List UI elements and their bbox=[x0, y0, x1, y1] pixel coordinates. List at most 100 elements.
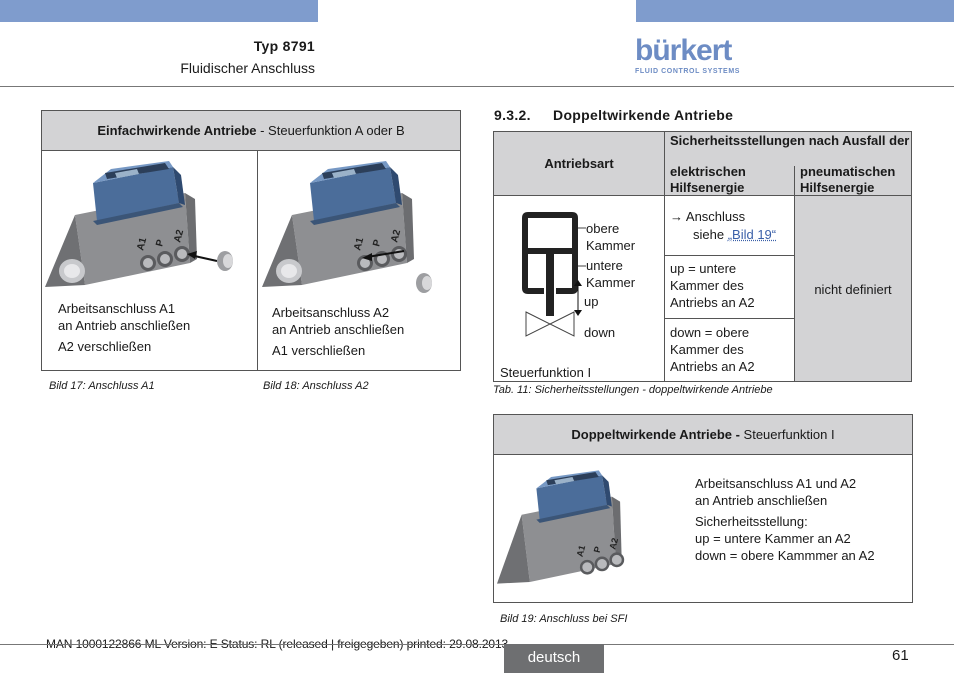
page-number: 61 bbox=[892, 647, 909, 664]
cylinder-icon bbox=[522, 212, 578, 316]
port-label-p: P bbox=[592, 545, 603, 553]
pneu-cell: nicht definiert bbox=[794, 196, 911, 381]
connection-a2-line1: Arbeitsanschluss A2 bbox=[272, 305, 390, 320]
header-antriebsart: Antriebsart bbox=[494, 132, 665, 196]
double-acting-header: Doppeltwirkende Antriebe - Steuerfunktio… bbox=[494, 415, 912, 455]
header-safety: Sicherheitsstellungen nach Ausfall der e… bbox=[665, 132, 911, 196]
up-down-arrow-icon bbox=[574, 280, 582, 316]
header-bar-right bbox=[636, 0, 954, 22]
port-label-a2: A2 bbox=[607, 537, 620, 551]
arrow-icon bbox=[362, 250, 405, 261]
double-acting-header-rest: Steuerfunktion I bbox=[739, 427, 835, 442]
lower-chamber-line2: Kammer bbox=[586, 275, 636, 290]
header-bar-left bbox=[0, 0, 318, 22]
figure-17-caption: Bild 17: Anschluss A1 bbox=[49, 380, 155, 392]
header-rule bbox=[0, 86, 954, 87]
table-11-caption: Tab. 11: Sicherheitsstellungen - doppelt… bbox=[493, 384, 773, 396]
elec-row-3-line3: Antriebs an A2 bbox=[670, 359, 755, 374]
elec-row-3: down = obere Kammer des Antriebs an A2 bbox=[665, 319, 794, 381]
pneu-value: nicht definiert bbox=[814, 282, 892, 297]
footer-rule bbox=[0, 644, 954, 645]
col-pneu-line2: Hilfsenergie bbox=[800, 180, 875, 195]
connection-a1-line2: an Antrieb anschließen bbox=[58, 318, 191, 333]
burkert-logo: bürkert FLUID CONTROL SYSTEMS bbox=[635, 34, 739, 78]
connection-a2-text: Arbeitsanschluss A2 an Antrieb anschließ… bbox=[272, 304, 404, 359]
elec-row-1-line1: → Anschluss bbox=[670, 209, 746, 224]
actuator-diagram bbox=[522, 212, 586, 337]
col-type-label: Antriebsart bbox=[544, 156, 614, 171]
plug-icon bbox=[416, 273, 432, 293]
header-subdivider bbox=[794, 166, 795, 196]
lower-chamber-line1: untere bbox=[586, 258, 623, 273]
elec-row-2-text: up = untere Kammer des Antriebs an A2 bbox=[670, 260, 755, 311]
single-acting-header-rest: - Steuerfunktion A oder B bbox=[256, 123, 405, 138]
double-acting-line3: Sicherheitsstellung: bbox=[695, 514, 808, 529]
single-acting-header: Einfachwirkende Antriebe - Steuerfunktio… bbox=[42, 111, 460, 151]
document-title: Typ 8791 bbox=[253, 38, 315, 54]
connection-a1-text: Arbeitsanschluss A1 an Antrieb anschließ… bbox=[58, 300, 190, 355]
single-acting-table: Einfachwirkende Antriebe - Steuerfunktio… bbox=[41, 110, 461, 371]
connection-a1-line3: A2 verschließen bbox=[58, 339, 152, 354]
connection-a1-line1: Arbeitsanschluss A1 bbox=[58, 301, 176, 316]
device-image-sfi: A1 P A2 bbox=[497, 470, 625, 584]
port-label-a2: A2 bbox=[172, 228, 186, 244]
document-subtitle: Fluidischer Anschluss bbox=[180, 60, 315, 76]
col-pneu-label: pneumatischen Hilfsenergie bbox=[800, 164, 895, 196]
elec-row-3-line2: Kammer des bbox=[670, 342, 744, 357]
section-number: 9.3.2. bbox=[494, 107, 531, 123]
figure-19-caption: Bild 19: Anschluss bei SFI bbox=[500, 613, 628, 625]
figure-19-link[interactable]: „Bild 19“ bbox=[727, 227, 777, 242]
col-pneu-line1: pneumatischen bbox=[800, 164, 896, 179]
up-label: up bbox=[584, 294, 599, 309]
upper-chamber-line1: obere bbox=[586, 221, 620, 236]
elec-row-1-see: siehe bbox=[693, 227, 728, 242]
elec-row-2-line3: Antriebs an A2 bbox=[670, 295, 755, 310]
device-body-icon bbox=[262, 161, 414, 287]
actuator-cell: obere Kammer untere Kammer up down Steue… bbox=[494, 196, 665, 381]
port-label-a1: A1 bbox=[135, 236, 149, 252]
elec-row-3-text: down = obere Kammer des Antriebs an A2 bbox=[670, 324, 755, 375]
logo-wordmark: bürkert bbox=[635, 34, 732, 67]
language-tab: deutsch bbox=[504, 644, 604, 673]
double-acting-line4: up = untere Kammer an A2 bbox=[695, 531, 851, 546]
col-main-label: Sicherheitsstellungen nach Ausfall der bbox=[670, 133, 910, 148]
control-function-label: Steuerfunktion I bbox=[500, 365, 592, 380]
arrow-icon bbox=[187, 251, 218, 262]
port-label-p: P bbox=[371, 238, 383, 248]
elec-row-2: up = untere Kammer des Antriebs an A2 bbox=[665, 256, 794, 319]
double-acting-table: Doppeltwirkende Antriebe - Steuerfunktio… bbox=[493, 414, 913, 603]
upper-chamber-label: obere Kammer bbox=[586, 220, 635, 254]
elec-row-2-line1: up = untere bbox=[670, 261, 737, 276]
elec-row-1-line2: siehe „Bild 19“ bbox=[693, 226, 776, 243]
section-title: Doppeltwirkende Antriebe bbox=[553, 107, 734, 123]
connection-a2-line2: an Antrieb anschließen bbox=[272, 322, 405, 337]
connection-a2-line3: A1 verschließen bbox=[272, 343, 366, 358]
double-acting-text: Arbeitsanschluss A1 und A2 an Antrieb an… bbox=[695, 475, 875, 564]
single-acting-header-bold: Einfachwirkende Antriebe bbox=[97, 123, 257, 138]
double-acting-line5: down = obere Kammmer an A2 bbox=[695, 548, 875, 563]
valve-icon bbox=[525, 311, 575, 337]
device-image-a1: A1 P A2 bbox=[45, 161, 233, 287]
elec-row-2-line2: Kammer des bbox=[670, 278, 744, 293]
device-body-icon bbox=[497, 470, 625, 584]
lower-chamber-label: untere Kammer bbox=[586, 257, 635, 291]
device-image-a2: A1 P A2 bbox=[262, 161, 432, 293]
section-heading: 9.3.2. Doppeltwirkende Antriebe bbox=[494, 107, 733, 123]
down-label: down bbox=[584, 325, 616, 340]
col-elec-label: elektrischen Hilfsenergie bbox=[670, 164, 746, 196]
port-label-a2: A2 bbox=[389, 228, 403, 244]
safety-positions-table: Antriebsart Sicherheitsstellungen nach A… bbox=[493, 131, 912, 382]
port-label-a1: A1 bbox=[575, 544, 588, 558]
plug-icon bbox=[217, 251, 233, 271]
port-label-a1: A1 bbox=[352, 236, 366, 252]
column-divider bbox=[257, 151, 258, 370]
elec-row-1: → Anschluss siehe „Bild 19“ bbox=[665, 196, 794, 256]
double-acting-header-bold: Doppeltwirkende Antriebe - bbox=[571, 427, 740, 442]
figure-18-caption: Bild 18: Anschluss A2 bbox=[263, 380, 369, 392]
elec-row-3-line1: down = obere bbox=[670, 325, 750, 340]
port-label-p: P bbox=[154, 238, 166, 248]
col-elec-line2: Hilfsenergie bbox=[670, 180, 745, 195]
device-body-icon bbox=[45, 161, 197, 287]
upper-chamber-line2: Kammer bbox=[586, 238, 636, 253]
double-acting-line1: Arbeitsanschluss A1 und A2 bbox=[695, 476, 857, 491]
